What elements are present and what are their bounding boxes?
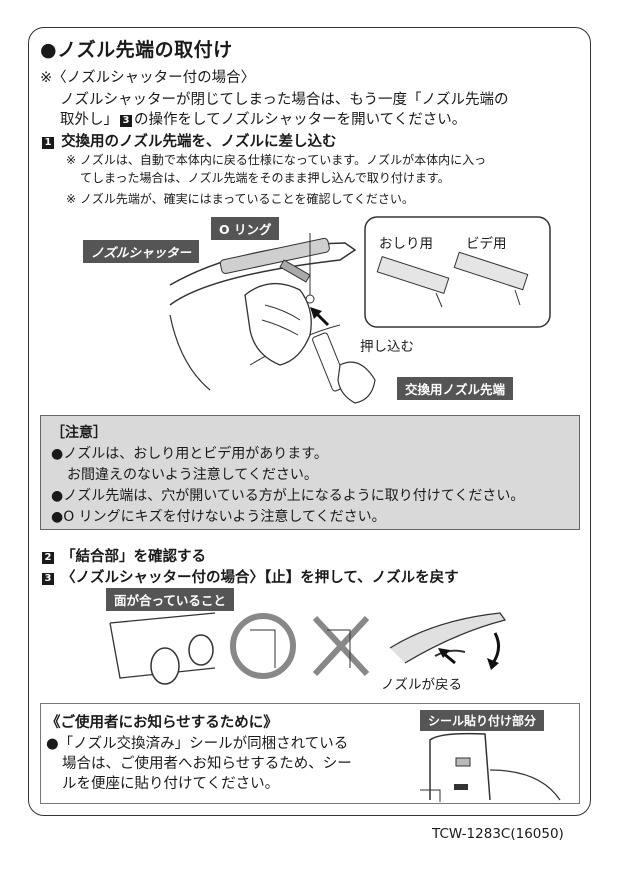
sticker-label: シール貼り付け部分 bbox=[420, 710, 545, 731]
step1-note1a: ※ ノズルは、自動で本体内に戻る仕様になっています。ノズルが本体内に入っ bbox=[66, 153, 487, 167]
step-number-badge: 3 bbox=[120, 115, 132, 127]
nozzle-returns-label: ノズルが戻る bbox=[381, 677, 462, 693]
replacement-tip-label: 交換用ノズル先端 bbox=[397, 377, 514, 400]
step1-note2: ※ ノズル先端が、確実にはまっていることを確認してください。 bbox=[66, 192, 414, 206]
info-line2: 場合は、ご使用者へお知らせするため、シー bbox=[62, 756, 352, 772]
step1-note1b: てしまった場合は、ノズル先端をそのまま押し込んで取り付けます。 bbox=[80, 171, 450, 185]
oshiri-label: おしり用 bbox=[379, 236, 433, 252]
push-in-label: 押し込む bbox=[360, 339, 414, 355]
step1-text: 交換用のノズル先端を、ノズルに差し込む bbox=[61, 134, 337, 150]
user-notice-box bbox=[40, 703, 580, 804]
caution-box: ［注意］ ●ノズルは、おしり用とビデ用があります。 お間違えのないよう注意してく… bbox=[40, 415, 580, 530]
note-body-2a: 取外し」 bbox=[60, 112, 118, 128]
note-body-2b: の操作をしてノズルシャッターを開いてください。 bbox=[134, 112, 467, 128]
o-ring-label: O リング bbox=[211, 217, 280, 240]
step1-number: 1 bbox=[42, 137, 54, 149]
faces-match-label: 面が合っていること bbox=[106, 588, 234, 611]
caution-heading: ［注意］ bbox=[51, 425, 107, 441]
step2-heading: 2 「結合部」を確認する bbox=[40, 545, 206, 566]
nozzle-return-illustration bbox=[105, 608, 525, 693]
step2-number: 2 bbox=[42, 552, 54, 564]
info-heading: 《ご使用者にお知らせするために》 bbox=[46, 715, 278, 731]
step1-heading: 1 交換用のノズル先端を、ノズルに差し込む bbox=[40, 130, 337, 151]
step2-text: 「結合部」を確認する bbox=[61, 549, 207, 565]
step3-text: 〈ノズルシャッター付の場合〉【止】を押して、ノズルを戻す bbox=[61, 570, 459, 586]
nozzle-install-illustration bbox=[150, 215, 560, 405]
note-body-1: ノズルシャッターが閉じてしまった場合は、もう一度「ノズル先端の bbox=[60, 92, 509, 108]
nozzle-shutter-label: ノズルシャッター bbox=[83, 240, 200, 263]
step3-number: 3 bbox=[42, 573, 54, 585]
bidet-label: ビデ用 bbox=[466, 236, 507, 252]
caution-line3: ●ノズル先端は、穴が開いている方が上になるように取り付けてください。 bbox=[51, 488, 525, 504]
caution-line2: お間違えのないよう注意してください。 bbox=[67, 467, 318, 483]
content-frame bbox=[28, 27, 591, 816]
sticker-location-illustration bbox=[410, 730, 570, 802]
info-line1: ●「ノズル交換済み」シールが同梱されている bbox=[46, 736, 349, 752]
document-code: TCW-1283C(16050) bbox=[432, 826, 564, 842]
caution-line4: ●O リングにキズを付けないよう注意してください。 bbox=[51, 509, 386, 525]
page-title: ●ノズル先端の取付け bbox=[40, 39, 233, 61]
info-line3: ルを便座に貼り付けてください。 bbox=[62, 776, 280, 792]
note-case: ※〈ノズルシャッター付の場合〉 bbox=[40, 70, 256, 86]
caution-line1: ●ノズルは、おしり用とビデ用があります。 bbox=[51, 446, 328, 462]
step3-heading: 3 〈ノズルシャッター付の場合〉【止】を押して、ノズルを戻す bbox=[40, 566, 459, 587]
